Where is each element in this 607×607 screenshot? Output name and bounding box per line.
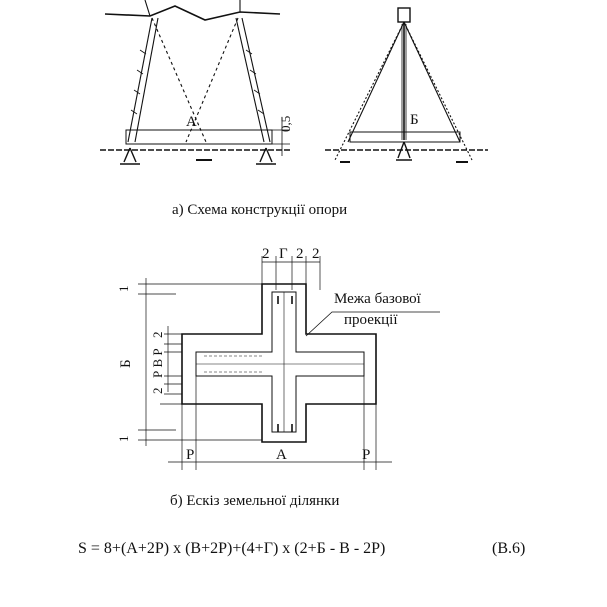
caption-b: б) Ескіз земельної ділянки (170, 493, 340, 509)
left-dim-bottom-one: 1 (116, 436, 131, 443)
left-dim-rvr: Р В Р (150, 348, 165, 378)
left-dim-p2-bottom: 2 (150, 388, 165, 395)
cross-plot-drawing (138, 256, 440, 470)
bottom-dim-a: А (276, 447, 287, 463)
bottom-dim-p-right: Р (362, 447, 370, 463)
tower-b-diagram (325, 7, 488, 163)
boundary-label-line2: проекції (344, 312, 398, 328)
bottom-dim-p-left: Р (186, 447, 194, 463)
caption-a: а) Схема конструкції опори (172, 202, 348, 218)
left-dim-p2-top: 2 (150, 332, 165, 339)
top-dim-g: Г (279, 246, 288, 262)
top-dim-2b: 2 (296, 246, 304, 262)
formula-number: (В.6) (492, 540, 526, 557)
area-formula: S = 8+(А+2Р) х (В+2Р)+(4+Г) х (2+Б - В -… (78, 540, 386, 557)
left-dim-b: Б (118, 359, 134, 368)
top-dim-2c: 2 (312, 246, 320, 262)
left-dim-top-one: 1 (116, 286, 131, 293)
height-dim-label: 0,5 (278, 116, 293, 132)
boundary-label-line1: Межа базової (334, 291, 422, 307)
tower-a-diagram (100, 0, 290, 165)
tower-b-label: Б (410, 112, 419, 128)
top-dim-2a: 2 (262, 246, 270, 262)
tower-a-label: А (186, 114, 197, 130)
